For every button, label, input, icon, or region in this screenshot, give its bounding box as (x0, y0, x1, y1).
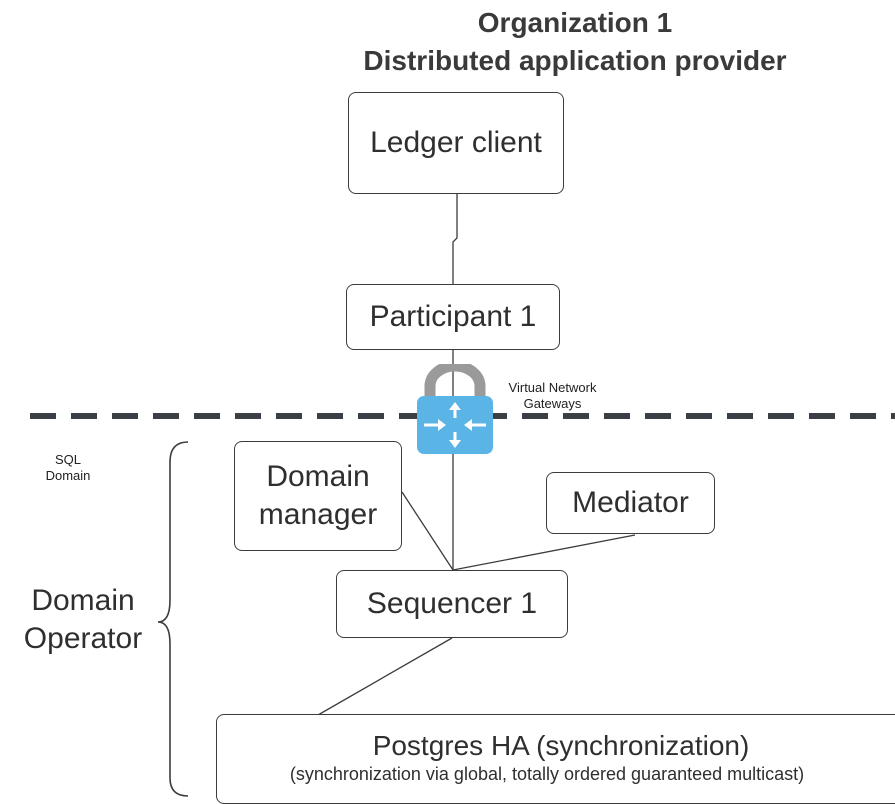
sequencer-to-postgres-line (317, 637, 453, 716)
ledger-client-label: Ledger client (370, 126, 542, 159)
domain-operator-label: Domain Operator (23, 584, 143, 655)
participant-node[interactable]: Participant 1 (346, 284, 560, 350)
ledger-client-node[interactable]: Ledger client (348, 92, 564, 194)
org-subtitle: Distributed application provider (363, 45, 787, 76)
network-gateway-lock-icon (417, 364, 493, 454)
org-title: Organization 1 (477, 7, 673, 38)
mediator-label: Mediator (572, 486, 689, 519)
sql-domain-label: SQL Domain (45, 452, 91, 483)
ledger-to-participant-line (452, 194, 458, 284)
postgres-subtitle: (synchronization via global, totally ord… (289, 764, 805, 784)
sequencer-label: Sequencer 1 (366, 587, 538, 620)
mediator-node[interactable]: Mediator (546, 472, 715, 534)
participant-label: Participant 1 (369, 300, 537, 333)
mediator-to-sequencer-line (452, 534, 636, 571)
domain-manager-to-sequencer-line (401, 491, 454, 571)
domain-operator-brace (157, 441, 189, 797)
gateway-label: Virtual Network Gateways (508, 380, 597, 411)
sequencer-node[interactable]: Sequencer 1 (336, 570, 568, 638)
postgres-title: Postgres HA (synchronization) (372, 730, 750, 761)
domain-manager-node[interactable]: Domain manager (234, 441, 402, 551)
postgres-node[interactable]: Postgres HA (synchronization) (synchroni… (216, 714, 895, 804)
domain-manager-label: Domain manager (258, 460, 378, 531)
